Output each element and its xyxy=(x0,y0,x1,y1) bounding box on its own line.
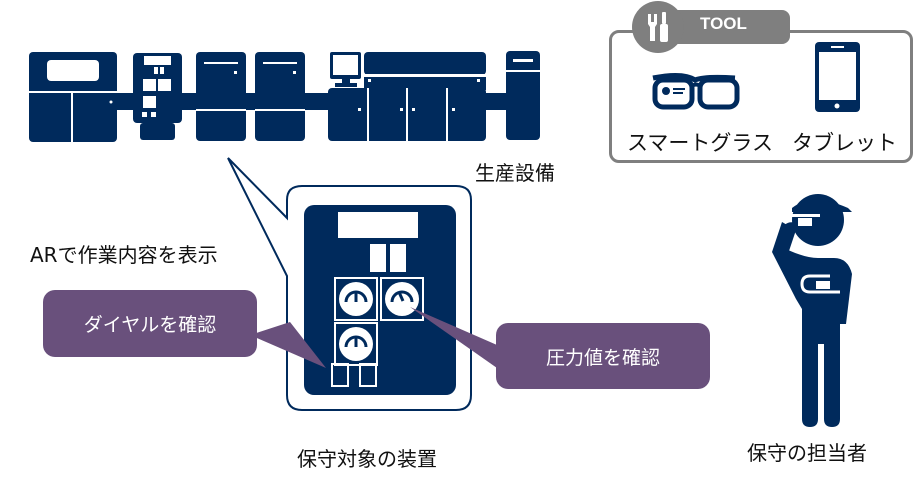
tablet-label: タブレット xyxy=(792,131,897,155)
production-equipment-label: 生産設備 xyxy=(475,161,555,185)
smart-glasses-label: スマートグラス xyxy=(627,131,773,155)
machine-4-icon xyxy=(255,52,305,141)
machine-3-icon xyxy=(196,52,246,141)
target-device-label: 保守対象の装置 xyxy=(297,447,437,471)
tool-panel-title: TOOL xyxy=(700,14,747,33)
maintenance-worker-label: 保守の担当者 xyxy=(747,441,867,465)
ar-display-label: ARで作業内容を表示 xyxy=(30,243,218,267)
target-device-icon xyxy=(304,205,456,395)
check-dial-callout: ダイヤルを確認 xyxy=(43,290,257,357)
check-dial-text: ダイヤルを確認 xyxy=(83,314,217,336)
check-pressure-text: 圧力値を確認 xyxy=(545,346,660,369)
machine-6-icon xyxy=(506,51,540,140)
check-pressure-callout: 圧力値を確認 xyxy=(496,323,710,389)
